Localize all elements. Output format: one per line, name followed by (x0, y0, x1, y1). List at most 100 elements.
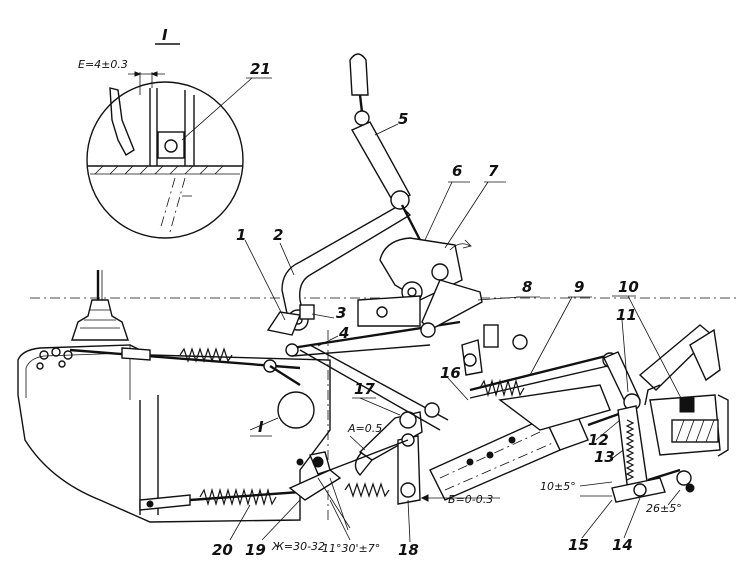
callout-13: 13 (594, 448, 615, 466)
bracket-16-pin (463, 353, 477, 367)
long-rod-upper-2 (469, 364, 613, 399)
leader-26 (667, 489, 681, 506)
booster-joint-2 (508, 436, 516, 444)
turnbuckle (121, 347, 151, 361)
callout-11: 11 (616, 306, 637, 324)
lever-14 (617, 405, 649, 493)
leader-7 (444, 181, 489, 249)
callout-20: 20 (212, 541, 233, 559)
right-linkage: 9 11 12 13 14 15 10±5° 2 (429, 278, 695, 554)
housing-bolt-1 (39, 350, 49, 360)
mount-bracket (357, 295, 421, 327)
arrow-sketch (449, 239, 472, 251)
booster-joint-1 (486, 451, 494, 459)
callout-8: 8 (522, 278, 532, 296)
callout-5: 5 (398, 110, 408, 128)
shift-lever-group: 5 (349, 53, 422, 241)
callout-10: 10 (618, 278, 639, 296)
detail-lever-profile (109, 87, 135, 156)
lower-rod (189, 490, 301, 502)
clutch-hub (671, 419, 719, 443)
lever-5-shaft (351, 121, 411, 206)
callout-9: 9 (574, 278, 584, 296)
callout-3: 3 (336, 304, 346, 322)
detail-circle (86, 81, 244, 239)
leader-15 (581, 499, 613, 539)
small-pin-1 (296, 458, 304, 466)
housing-bolt-4 (36, 362, 44, 370)
switch-box (483, 324, 499, 348)
callout-4: 4 (338, 324, 349, 342)
leader-3 (311, 313, 335, 319)
clutch-bearing (679, 397, 695, 413)
view-mark-I-section: I (258, 418, 264, 436)
angle-2-ref (579, 481, 613, 487)
leader-10 (627, 295, 683, 401)
lever-5-pivot (390, 190, 410, 210)
housing-bolt-5 (58, 360, 66, 368)
view-mark-I-top: I (162, 26, 168, 44)
lever-5-rod (400, 204, 422, 241)
callout-19: 19 (245, 541, 266, 559)
leader-1 (244, 239, 286, 321)
leader-5 (374, 123, 399, 136)
clutch-fork-pin-2 (685, 483, 695, 493)
leader-2 (279, 242, 295, 276)
leader-9 (529, 296, 573, 376)
housing-bolt-2 (51, 347, 61, 357)
gap-b-arrow (420, 494, 429, 502)
leader-8 (477, 296, 521, 301)
booster-body (498, 384, 611, 431)
callout-2: 2 (273, 226, 283, 244)
clutch-fork-pin (676, 470, 692, 486)
lever-17-hook (354, 451, 373, 477)
spring-18 (344, 482, 390, 498)
leader-19 (261, 499, 301, 541)
sensor-bracket (461, 324, 528, 376)
leader-6 (424, 181, 453, 241)
lever-foot-pin (633, 483, 647, 497)
housing-outline (17, 344, 331, 523)
leader-18 (407, 499, 411, 543)
callout-17: 17 (354, 380, 375, 398)
lever-knob (349, 53, 369, 96)
link-4-pin (285, 343, 299, 357)
dim-gap-e: E=4±0.3 (78, 58, 128, 71)
lever-14-spring (625, 419, 635, 481)
dim-angle-2: 10±5° (540, 480, 576, 493)
lever-1-bracket (266, 311, 301, 336)
callout-7: 7 (488, 162, 499, 180)
clutch-outline (644, 384, 729, 457)
booster-joint-3 (466, 458, 474, 466)
dim-gap-b: Б=0-0.3 (448, 493, 493, 506)
callout-12: 12 (588, 431, 609, 449)
shifter-boot (71, 299, 129, 341)
detail-bearing-21 (157, 131, 185, 159)
link-8-pin (420, 322, 436, 338)
upper-rod-link (269, 364, 301, 387)
lever-2-arm (281, 204, 412, 319)
lever-19 (288, 469, 342, 501)
housing-bolt-3 (63, 350, 73, 360)
boot-ribs (80, 309, 120, 329)
detail-bearing-ball (164, 139, 178, 153)
knob-stem (358, 94, 364, 113)
sector-pivot-2 (431, 263, 449, 281)
leader-14 (623, 497, 641, 539)
upper-rod-assembly (69, 347, 301, 387)
leader-11 (621, 319, 629, 393)
clutch-hub-hatch (675, 419, 715, 443)
angle-1-line-b (329, 477, 349, 531)
callout-16: 16 (440, 364, 461, 382)
leader-20 (229, 504, 251, 541)
leader-17 (359, 397, 401, 416)
mount-hole (376, 306, 388, 318)
housing-inner (25, 352, 129, 398)
gap-a-arrow (349, 435, 366, 451)
bracket-3 (299, 304, 315, 320)
detail-leader-21 (181, 77, 253, 141)
callout-18: 18 (398, 541, 419, 559)
detail-hatch (94, 165, 224, 175)
clutch-housing: 10 (612, 278, 729, 457)
detail-dim-arrows (134, 71, 158, 77)
